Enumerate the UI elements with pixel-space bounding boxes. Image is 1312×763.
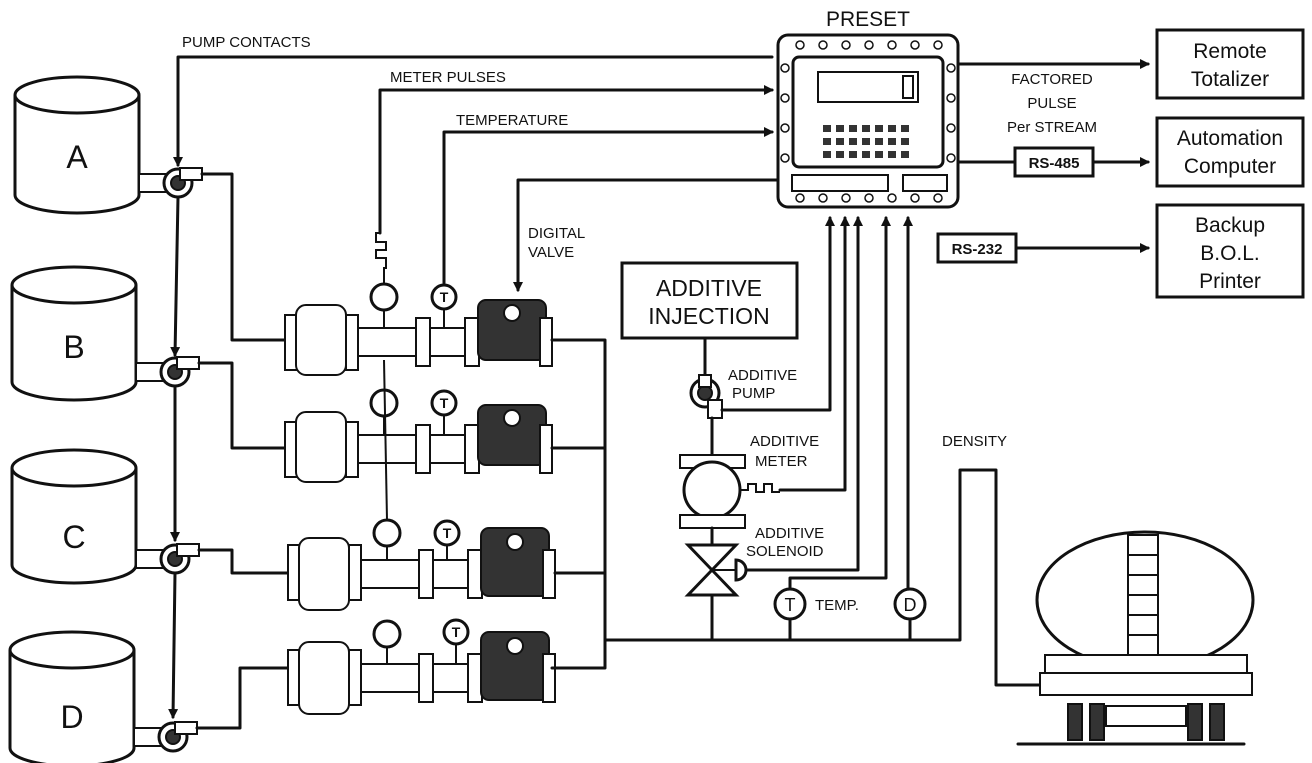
preset-keypad: [823, 125, 909, 158]
pump-c: [135, 543, 200, 575]
backup-printer-label-2: B.O.L.: [1200, 242, 1260, 265]
preset-outputs: RS-485 FACTORED PULSE Per STREAM RS-232: [936, 59, 1150, 264]
backup-printer-label-3: Printer: [1199, 270, 1261, 293]
backup-printer-box: Backup B.O.L. Printer: [1155, 203, 1305, 299]
automation-computer-label-2: Computer: [1184, 155, 1276, 178]
preset-controller: PRESET: [776, 8, 960, 209]
additive-solenoid-label-2: SOLENOID: [746, 543, 824, 560]
remote-totalizer-label-2: Totalizer: [1191, 68, 1269, 91]
additive-meter-label-2: METER: [755, 453, 808, 470]
tank-d: D: [8, 630, 136, 763]
density-label: DENSITY: [942, 433, 1007, 450]
svg-text:T: T: [452, 624, 461, 640]
pump-contacts-line: PUMP CONTACTS: [168, 34, 774, 719]
tanker-truck: [1016, 530, 1255, 746]
meter-pulses-line: METER PULSES: [375, 69, 774, 284]
meter-run-2: [284, 404, 553, 483]
temperature-line: TEMPERATURE: [442, 112, 774, 287]
remote-totalizer-box: Remote Totalizer: [1155, 28, 1305, 100]
preset-bolts: [780, 40, 956, 203]
additive-pump-label-1: ADDITIVE: [728, 367, 797, 384]
additive-solenoid-label-1: ADDITIVE: [755, 525, 824, 542]
pump-a: [138, 167, 203, 199]
additive-injection-box: ADDITIVE INJECTION: [620, 261, 799, 340]
pump-contacts-label: PUMP CONTACTS: [182, 34, 311, 51]
factored-label-1: FACTORED: [1011, 71, 1093, 88]
tank-a: A: [13, 75, 141, 215]
tank-c: C: [10, 448, 138, 585]
density-instrument: D DENSITY: [893, 433, 1007, 642]
meter-run-3: [287, 527, 556, 611]
svg-text:T: T: [785, 595, 796, 615]
preset-label: PRESET: [826, 8, 910, 31]
automation-computer-label-1: Automation: [1177, 127, 1283, 150]
temp-label: TEMP.: [815, 597, 859, 614]
backup-printer-label-1: Backup: [1195, 214, 1265, 237]
additive-injection-label-1: ADDITIVE: [656, 275, 762, 301]
svg-text:D: D: [904, 595, 917, 615]
meter-run-4: [287, 631, 556, 715]
additive-pump-label-2: PUMP: [732, 385, 775, 402]
temp-instrument: T TEMP.: [773, 587, 859, 642]
svg-text:T: T: [440, 289, 449, 305]
digital-valve-line: DIGITAL VALVE: [513, 178, 780, 292]
rs485-label: RS-485: [1029, 155, 1080, 172]
factored-label-3: Per STREAM: [1007, 119, 1097, 136]
pump-b: [135, 356, 200, 388]
additive-meter-label-1: ADDITIVE: [750, 433, 819, 450]
tank-b: B: [10, 265, 138, 402]
svg-text:T: T: [440, 395, 449, 411]
digital-valve-label-2: VALVE: [528, 244, 574, 261]
tank-d-label: D: [60, 699, 83, 735]
digital-valve-label-1: DIGITAL: [528, 225, 585, 242]
additive-meter: ADDITIVE METER: [679, 433, 819, 529]
meter-run-1: [284, 299, 553, 376]
pump-d: [133, 721, 198, 753]
tank-a-label: A: [66, 139, 88, 175]
additive-injection-label-2: INJECTION: [648, 303, 769, 329]
additive-solenoid: ADDITIVE SOLENOID: [684, 525, 824, 597]
meter-pulses-label: METER PULSES: [390, 69, 506, 86]
temperature-label: TEMPERATURE: [456, 112, 568, 129]
temperature-probes: T T T T: [430, 283, 470, 664]
outlet-manifold: [550, 338, 1042, 687]
svg-text:T: T: [443, 525, 452, 541]
rs232-label: RS-232: [952, 241, 1003, 258]
factored-label-2: PULSE: [1027, 95, 1076, 112]
tank-c-label: C: [62, 519, 85, 555]
pump-outlet-lines: [195, 172, 292, 730]
additive-pump: ADDITIVE PUMP: [689, 367, 797, 419]
remote-totalizer-label-1: Remote: [1193, 40, 1267, 63]
pulse-transmitters: [369, 282, 402, 664]
tank-b-label: B: [63, 329, 84, 365]
automation-computer-box: Automation Computer: [1155, 116, 1305, 188]
